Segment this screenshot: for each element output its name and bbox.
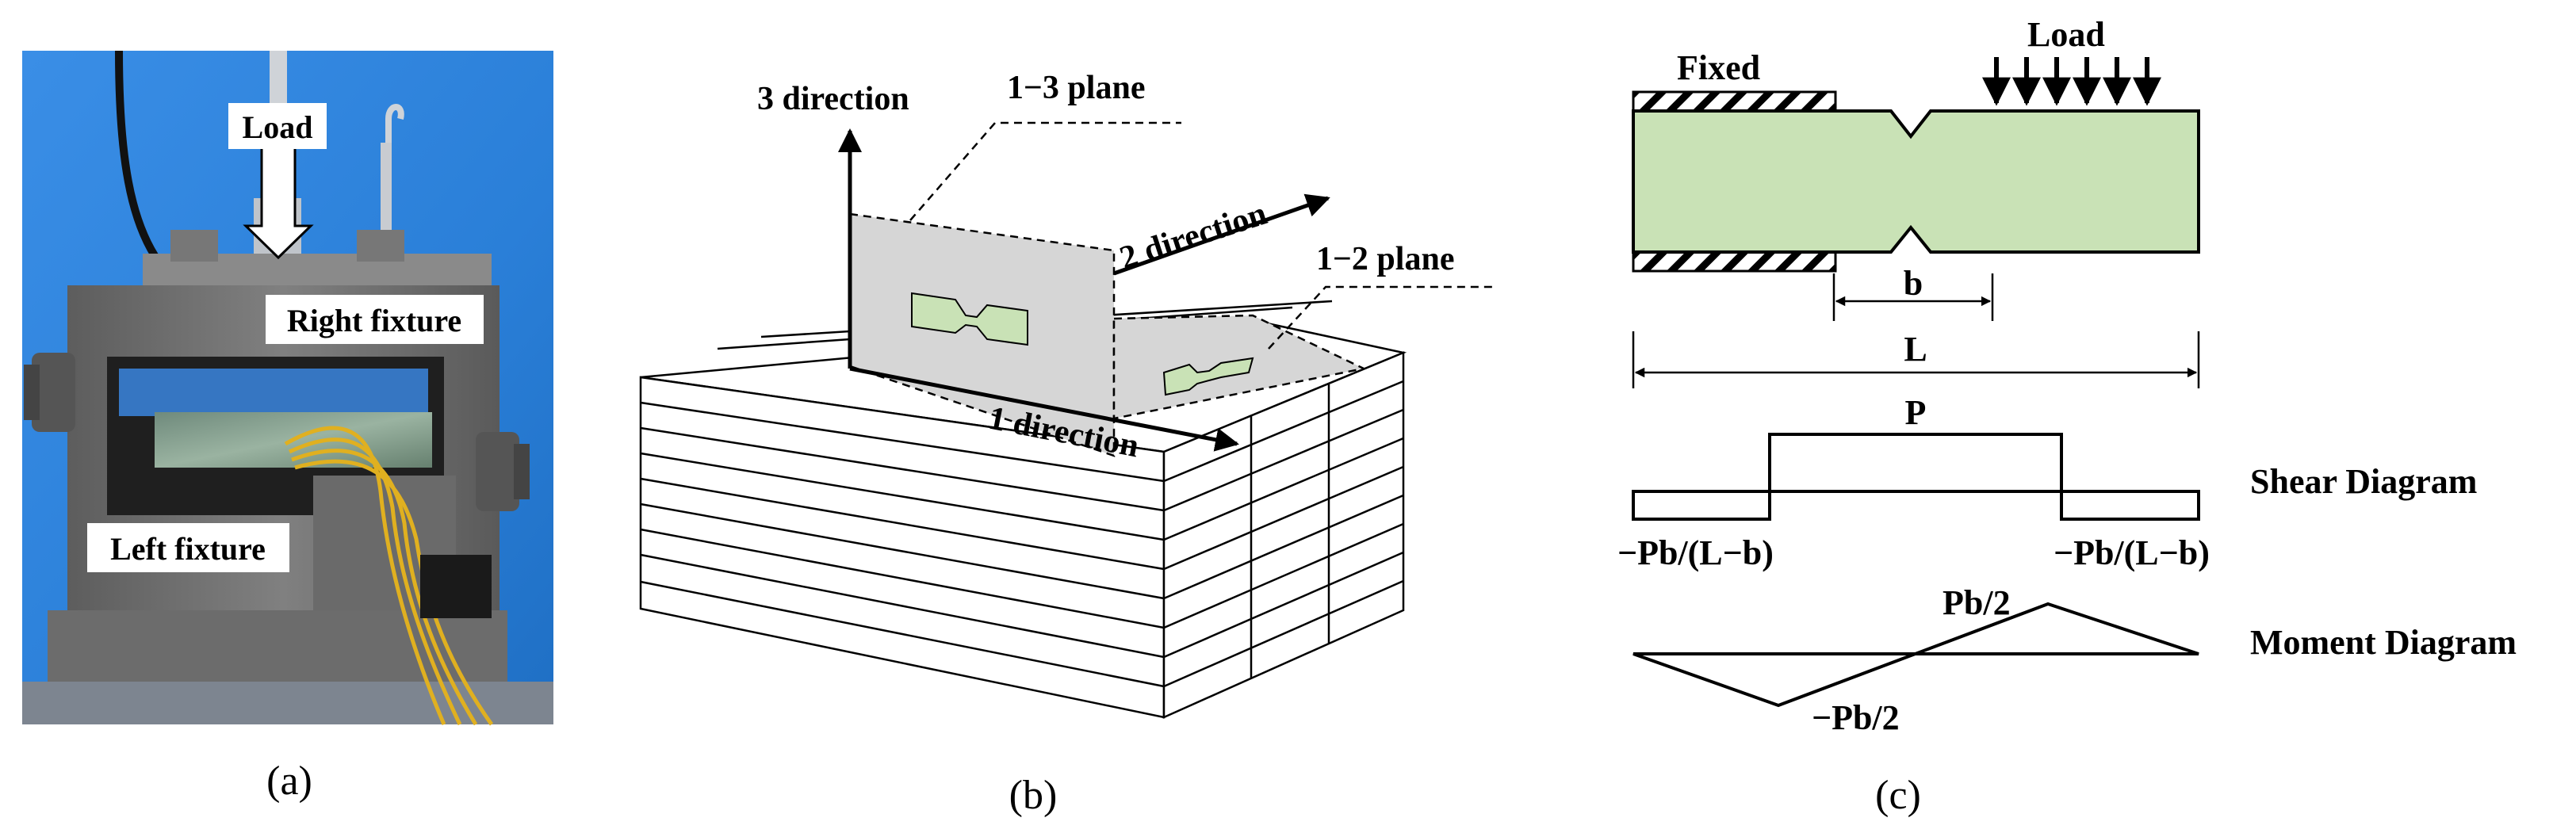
moment-diagram [1632,602,2199,708]
panel-c-caption: (c) [1875,773,1921,818]
plane-1-2 [1112,314,1367,420]
specimen-1-3 [911,292,1028,346]
panel-a-photo: Load Right fixture Left fixture [22,50,553,726]
panel-c-beam [1632,57,2200,273]
specimen-1-2 [1162,357,1254,396]
left-fixture-label: Left fixture [110,531,266,567]
load-arrow-photo [243,137,314,260]
label-P: P [1905,393,1927,432]
label-b: b [1904,264,1923,303]
dimension-b [1832,273,1994,321]
label-shear-right: −Pb/(L−b) [2054,533,2210,572]
label-moment-diagram: Moment Diagram [2250,623,2517,662]
label-moment-neg: −Pb/2 [1812,698,1900,737]
laminate-layers-right [1163,380,1404,688]
black-cable [115,50,163,264]
label-shear-left: −Pb/(L−b) [1617,533,1774,572]
load-arrows [1982,57,2161,106]
arrow-1-direction [849,366,1239,452]
label-1-2-plane: 1−2 plane [1316,241,1454,277]
leader-lines [909,121,1495,350]
label-fixed: Fixed [1677,48,1760,87]
laminate-layers-front [640,401,1165,688]
plane-1-3 [848,212,1116,457]
left-fixture-label-box [87,523,289,572]
dimension-L [1632,331,2200,388]
label-L: L [1904,330,1927,369]
fixed-support-bottom [1632,250,1837,273]
strain-gauge-wires [284,426,494,726]
load-label: Load [243,109,313,145]
arrow-2-direction [1113,193,1330,276]
fixed-support-top [1632,90,1837,113]
label-2-direction: 2 direction [1116,196,1272,277]
panel-a-caption: (a) [266,758,312,804]
right-fixture-label-box [266,295,484,344]
label-moment-pos: Pb/2 [1943,583,2011,622]
label-load: Load [2027,15,2105,54]
shear-diagram [1632,433,2200,521]
panel-b-caption: (b) [1009,773,1058,818]
direction-arrows [838,128,1330,452]
left-knob [32,353,75,432]
label-shear-diagram: Shear Diagram [2250,462,2477,501]
right-fixture-label: Right fixture [287,303,461,338]
label-1-3-plane: 1−3 plane [1007,70,1145,106]
hook [385,104,404,143]
right-knob [476,432,519,511]
label-3-direction: 3 direction [757,81,909,117]
beam-specimen [1632,109,2200,254]
load-label-box [228,103,327,149]
